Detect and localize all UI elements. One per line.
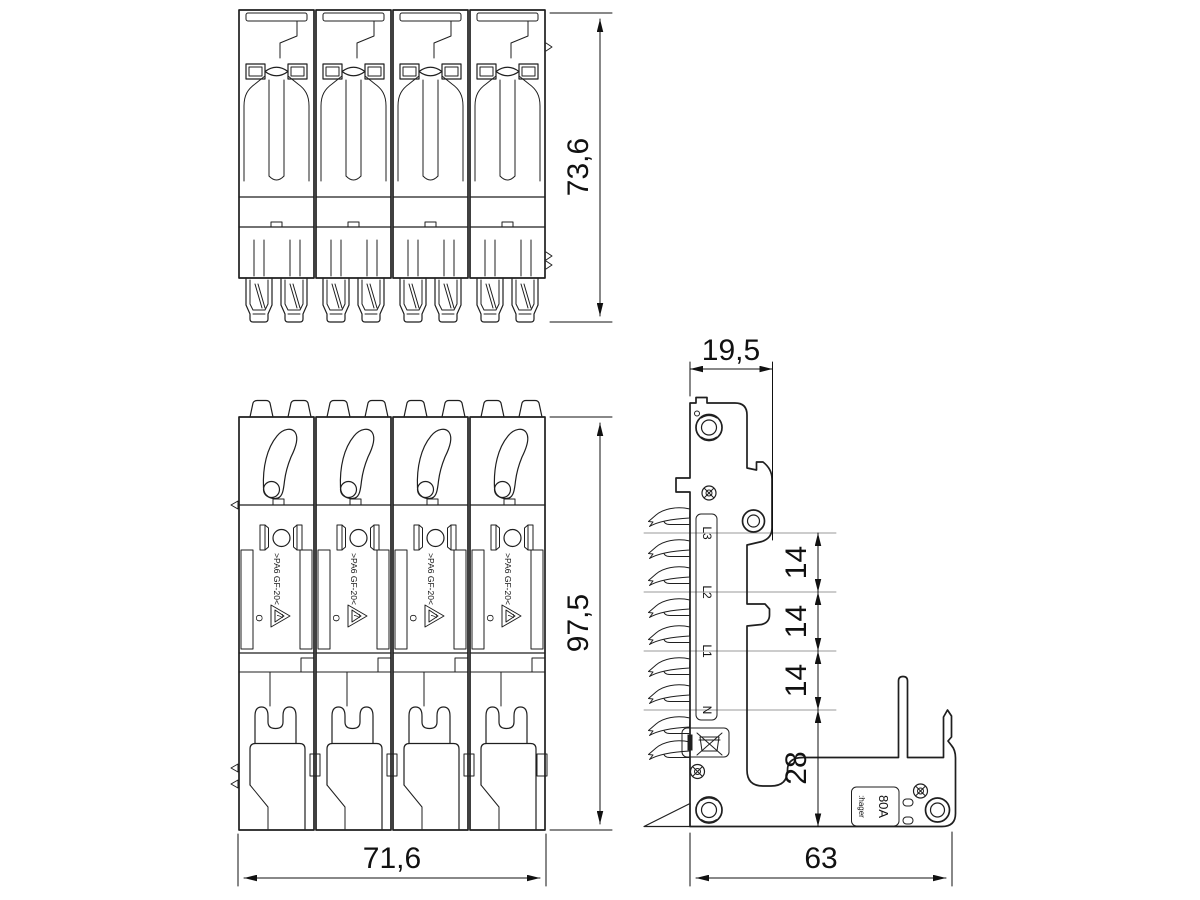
- pilot-hole: [694, 410, 700, 417]
- dim-pitch-chain: 14 14 14: [780, 532, 822, 711]
- hager-logo: :hager: [857, 795, 866, 818]
- dim-label-14-a: 14: [780, 546, 813, 579]
- no-household-waste-icon: [681, 727, 730, 758]
- dim-width-71-6: 71,6: [237, 833, 547, 887]
- vent-slot: [902, 798, 914, 807]
- right-screw-hole: [924, 797, 951, 823]
- side-lug: [230, 500, 239, 510]
- side-lug: [230, 763, 239, 789]
- front-view: 73,6: [239, 10, 613, 323]
- dim-label-73-6: 73,6: [562, 138, 595, 196]
- dim-label-28: 28: [780, 751, 813, 784]
- dim-label-19-5: 19,5: [702, 334, 760, 367]
- dim-bottom-offset-28: 28: [780, 709, 822, 827]
- dim-label-14-b: 14: [780, 605, 813, 638]
- terminal-label-l2: L2: [700, 585, 714, 599]
- terminal-label-n: N: [700, 706, 714, 715]
- dim-depth-63: 63: [689, 831, 953, 887]
- top-view: 97,5 71,6: [230, 399, 613, 887]
- side-view: L3 L2 L1 N :hager 80A 19,5: [643, 334, 957, 887]
- dim-height-97-5: 97,5: [549, 416, 613, 831]
- side-profile: [675, 396, 957, 828]
- terminal-label-l3: L3: [700, 526, 714, 540]
- spring-contacts: [647, 507, 691, 761]
- din-rail-clip: [741, 509, 766, 533]
- dim-label-14-c: 14: [780, 664, 813, 697]
- terminal-label-strip: L3 L2 L1 N: [695, 513, 718, 721]
- dim-label-97-5: 97,5: [562, 594, 595, 652]
- dim-top-width-19-5: 19,5: [689, 334, 773, 541]
- side-lug: [545, 42, 553, 52]
- rating-plate: :hager 80A: [851, 786, 900, 827]
- terminal-label-l1: L1: [700, 644, 714, 658]
- terminal-reference-lines: [643, 532, 837, 711]
- rating-label: 80A: [876, 795, 891, 818]
- vent-slot: [902, 816, 914, 825]
- mounting-foot: [643, 802, 691, 828]
- dim-label-71-6: 71,6: [363, 842, 421, 875]
- dim-height-73-6: 73,6: [549, 12, 613, 323]
- side-lug: [545, 251, 553, 270]
- dim-label-63: 63: [804, 842, 837, 875]
